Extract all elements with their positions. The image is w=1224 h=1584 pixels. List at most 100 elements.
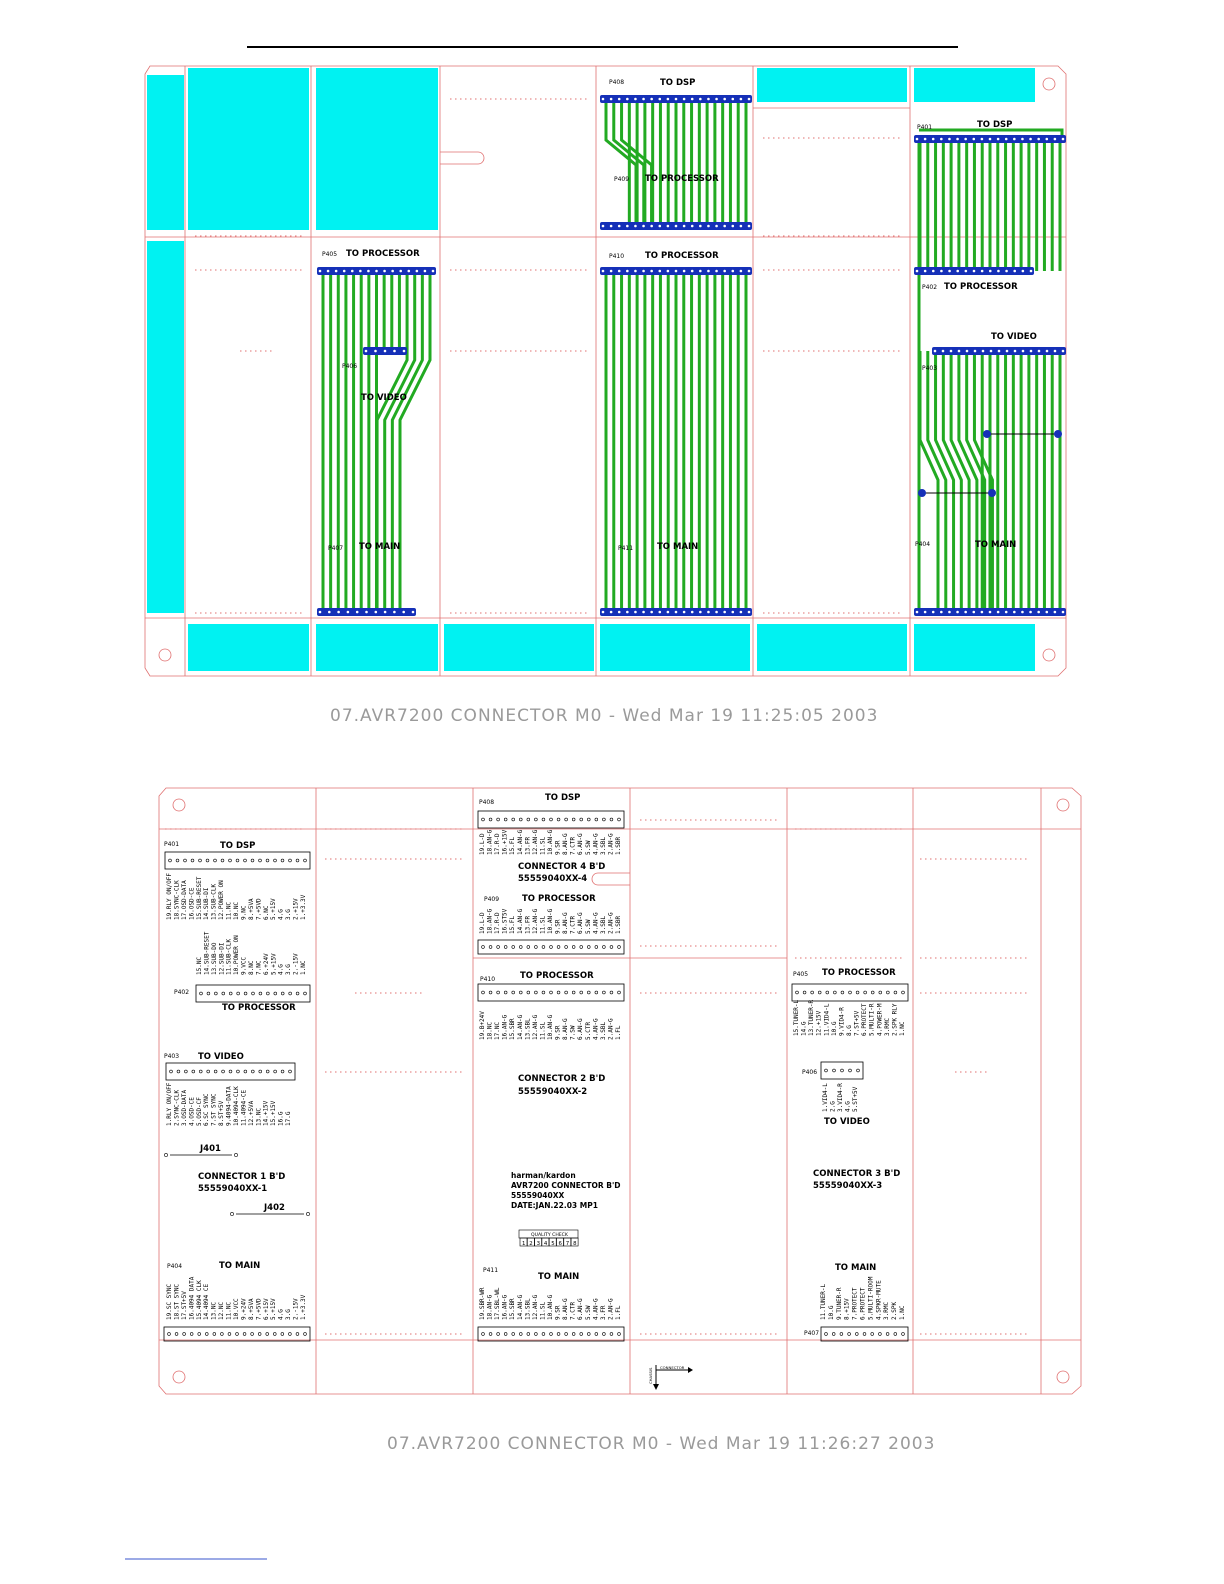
b-p405-connector-pin: [825, 990, 829, 995]
b-p409-pins-label: 10.AN-G: [547, 908, 554, 934]
b-p404-pins-label: 13.NC: [211, 1302, 218, 1320]
p404-pads-pin: [1045, 610, 1049, 614]
p411-pads-pin: [634, 610, 637, 614]
b-p409-label: P409: [484, 896, 499, 903]
b-p403-pins-label: 9.4094-DATA: [226, 1086, 233, 1126]
b-p405-connector-pin: [840, 990, 845, 995]
p403-pads-pin: [965, 349, 969, 353]
b-p403-connector-pin: [169, 1069, 173, 1074]
board4-name: CONNECTOR 4 B'D: [518, 862, 605, 872]
p410-pads-pin: [690, 269, 694, 273]
b-p406-connector-pin: [824, 1068, 828, 1073]
b-p410-connector-pin: [571, 990, 576, 995]
b-p410-connector-pin: [511, 990, 515, 995]
b-p411-connector-pin: [609, 1332, 614, 1336]
b-p409-connector-pin: [549, 945, 553, 949]
b-p408-connector-pin: [564, 817, 568, 822]
b-p403-pins-label: 12.+5VA: [248, 1100, 255, 1126]
b-p407-pins-label: 11.TUNER-L: [820, 1283, 827, 1320]
b-p402-connector-pin: [251, 991, 255, 996]
b-p408-connector-pin: [579, 817, 583, 822]
b-p402-pins-label: 1.NC: [300, 960, 307, 975]
b-p411-connector-pin: [481, 1332, 485, 1336]
p405-p407-bundle-trace: [383, 271, 417, 612]
b-p404-connector-pin: [212, 1332, 217, 1336]
p402-pads-pin: [931, 269, 935, 273]
b-p409-connector-pin: [541, 945, 546, 949]
p407-pads-pin: [365, 610, 368, 614]
b-p404-connector-pin: [295, 1332, 300, 1336]
p408-pads-pin: [617, 97, 621, 101]
p411-pads-pin: [707, 610, 710, 614]
b-p401-title: TO DSP: [220, 841, 255, 851]
b-p409-connector-pin: [556, 945, 561, 949]
b-p409-pins-label: 2.AN-G: [607, 912, 614, 934]
p404-pads: [914, 608, 1066, 616]
p408-label: P408: [609, 79, 624, 86]
b-p403-connector-pin: [176, 1069, 181, 1074]
b-p409-pins-label: 16.ST5V: [502, 908, 509, 934]
p404-pads-pin: [1029, 610, 1032, 614]
b-p405-connector-pin: [893, 990, 898, 995]
b-p401-pins-label: 7.+5VD: [255, 898, 262, 920]
b-p410-connector-pin: [488, 990, 493, 995]
b-p410-pins-label: 12.AN-G: [532, 1014, 539, 1040]
b-p411-pins-label: 4.AN-G: [592, 1298, 599, 1320]
b-p409-pins-label: 15.FL: [509, 916, 516, 934]
b-p402-connector-pin: [295, 991, 300, 996]
b-p403-connector-pin: [213, 1069, 218, 1074]
p404-pads-pin: [1061, 610, 1065, 614]
p405-p407-bundle-trace: [375, 271, 409, 612]
b-p410-connector-pin: [549, 990, 553, 995]
p403-p404-bundle-trace: [934, 351, 956, 612]
b-p408-connector-pin: [481, 817, 485, 822]
hk-model: AVR7200 CONNECTOR B'D: [511, 1181, 621, 1190]
b-p401-connector-pin: [183, 858, 187, 863]
p406-pads: [363, 347, 407, 355]
p405-pads-pin: [399, 269, 403, 273]
p403-p404-bundle-trace: [926, 351, 948, 612]
b-p409-pins-label: 1.SBR: [615, 916, 622, 934]
p407-pads-pin: [393, 610, 396, 614]
p410-pads-pin: [650, 269, 653, 273]
p409-pads-pin: [690, 224, 694, 228]
p405-pads-pin: [391, 269, 394, 273]
b-p403-connector-pin: [191, 1069, 196, 1074]
p408-pads-pin: [682, 97, 686, 101]
b-p402-title: TO PROCESSOR: [222, 1003, 296, 1013]
jumper-pad: [988, 489, 996, 497]
quality-box-label: 6: [559, 1241, 563, 1247]
b-p407-pins-label: 1.NC: [899, 1305, 906, 1320]
p406-title: TO VIDEO: [361, 393, 407, 403]
b-p408-connector-pin: [609, 817, 614, 822]
b-p410-pins-label: 7.SW: [570, 1025, 577, 1040]
b-p405-connector-pin: [795, 990, 799, 995]
b-p403-pins-label: 11.4094-CE: [240, 1089, 247, 1126]
b-p405-connector-pin: [855, 990, 860, 995]
p401-pads-pin: [948, 137, 951, 141]
b-p402-connector-pin: [236, 991, 240, 996]
b-p410-pins-label: 8.AN-G: [562, 1018, 569, 1040]
b-p405-pins-label: 6.PROTECT: [861, 1003, 868, 1036]
board1-name: CONNECTOR 1 B'D: [198, 1172, 285, 1182]
p402-pads-pin: [980, 269, 984, 273]
p409-pads-pin: [699, 224, 702, 228]
p402-pads-pin: [923, 269, 927, 273]
b-p405-connector-pin: [878, 990, 882, 995]
b-p409-pins-label: 6.AN-G: [577, 912, 584, 934]
b-p411-pins-label: 18.AN-G: [487, 1294, 494, 1320]
b-p401-pins-label: 5.+15V: [270, 898, 277, 920]
p403-pads-pin: [1061, 349, 1065, 353]
hk-part: 55559040XX: [511, 1191, 565, 1200]
b-p409-connector-pin: [571, 945, 576, 949]
p403-pads-pin: [973, 349, 977, 353]
b-p407-pins-label: 8.+15V: [844, 1298, 851, 1320]
p401-pads-pin: [956, 137, 959, 141]
p405-pads-pin: [375, 269, 378, 273]
b-p404-pins-label: 9.+24V: [240, 1298, 247, 1320]
b-p408-connector-pin: [571, 817, 576, 822]
b-p401-pins-label: 11.NC: [226, 902, 233, 920]
